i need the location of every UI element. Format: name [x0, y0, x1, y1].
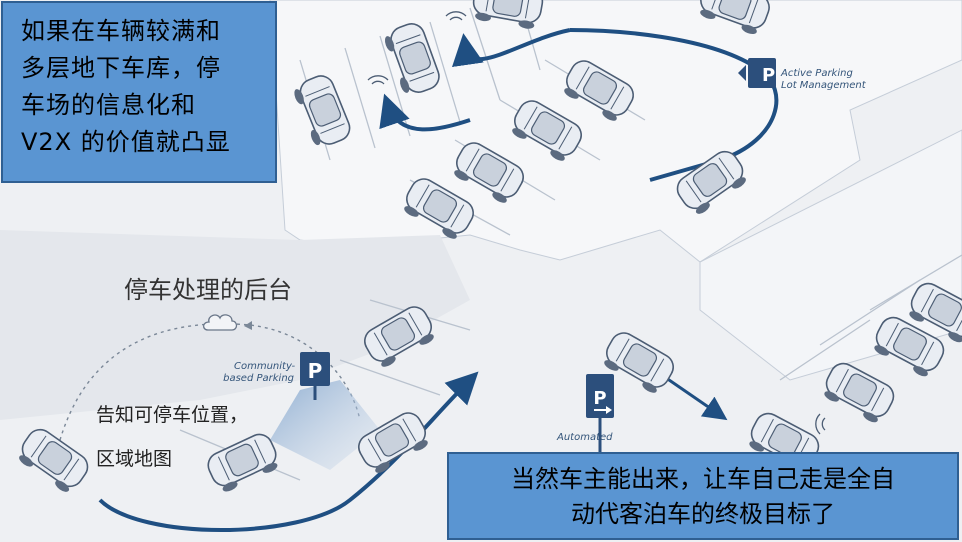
active-parking-caption: Active Parking — [781, 68, 853, 79]
callout-top-line-1: 如果在车辆较满和 — [21, 17, 221, 45]
community-caption: Community- — [234, 361, 296, 372]
parking-sign-icon — [300, 352, 330, 400]
lot-management-caption: Lot Management — [781, 80, 866, 91]
sign-letter-p: P — [308, 359, 323, 383]
route-community-parking — [98, 371, 479, 532]
right-stall-lines — [779, 254, 962, 381]
notice-line-2: 区域地图 — [96, 448, 173, 470]
parking-sign-icon — [738, 58, 776, 88]
callout-bottom-line-2: 动代客泊车的终极目标了 — [571, 500, 835, 528]
route-arrow-left-stall — [379, 93, 471, 132]
parking-sign-icon — [586, 374, 614, 454]
route-arrow-upper-stall — [452, 28, 571, 68]
callout-bottom-line-1: 当然车主能出来，让车自己走是全自 — [511, 465, 895, 493]
sign-letter-p: P — [593, 388, 606, 409]
automated-caption: Automated — [557, 432, 613, 443]
callout-top-line-2: 多层地下车库，停 — [21, 54, 221, 82]
backend-title: 停车处理的后台 — [124, 276, 292, 304]
callout-top-line-3: 车场的信息化和 — [21, 91, 196, 119]
wireless-signal-icon — [367, 11, 826, 435]
callout-top-line-4: V2X 的价值就凸显 — [21, 128, 231, 156]
callout-top: 如果在车辆较满和 多层地下车库，停 车场的信息化和 V2X 的价值就凸显 — [1, 1, 277, 183]
notice-line-1: 告知可停车位置， — [96, 404, 249, 426]
based-parking-caption: based Parking — [223, 373, 294, 384]
signal-beam — [270, 380, 380, 470]
sign-letter-p: P — [762, 65, 775, 86]
cloud-icon — [202, 314, 238, 331]
callout-bottom: 当然车主能出来，让车自己走是全自 动代客泊车的终极目标了 — [447, 452, 959, 540]
